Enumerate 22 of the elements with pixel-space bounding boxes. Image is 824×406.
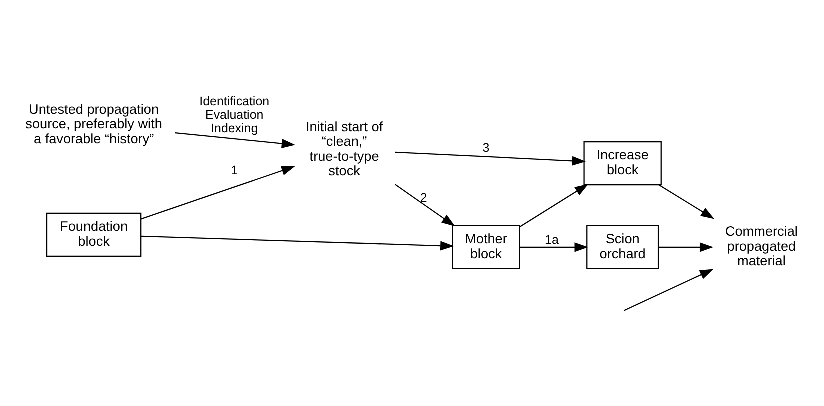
arrow xyxy=(520,184,589,228)
arrow xyxy=(141,235,454,250)
arrow xyxy=(520,242,588,252)
edge-label: Identification Evaluation Indexing xyxy=(200,94,270,136)
node-box: Foundation block xyxy=(46,212,142,257)
edge-label: 2 xyxy=(420,190,428,204)
arrow xyxy=(141,166,296,220)
node-box: Scion orchard xyxy=(586,224,660,270)
edge-label: 3 xyxy=(482,140,490,154)
node-box: Mother block xyxy=(452,224,520,270)
edge-label: 1 xyxy=(231,163,238,178)
arrow xyxy=(394,184,456,226)
arrow xyxy=(624,268,714,311)
arrow xyxy=(658,184,715,219)
edge-label: 1a xyxy=(545,232,559,246)
node-text: Untested propagation source, preferably with a favorable “history” xyxy=(26,101,162,146)
node-text: Initial start of “clean,” true-to-type stock xyxy=(306,118,384,178)
arrow xyxy=(395,151,586,166)
arrow xyxy=(658,242,714,252)
node-box: Increase block xyxy=(584,140,662,186)
node-text: Commercial propagated material xyxy=(725,224,798,268)
arrow xyxy=(175,132,296,148)
